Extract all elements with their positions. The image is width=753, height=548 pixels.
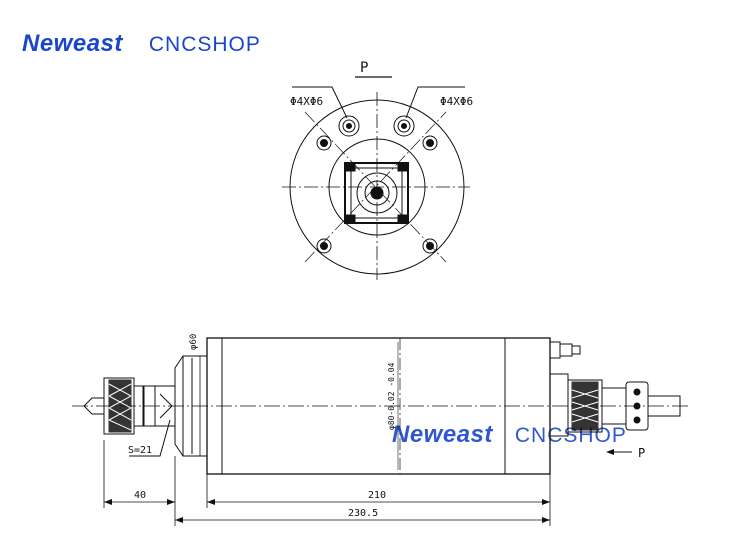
view-label-p: P	[360, 60, 368, 76]
threaded-holes	[338, 115, 415, 137]
dim-wrench: S=21	[128, 445, 152, 456]
view-arrow-label: P	[638, 446, 645, 460]
cooling-fitting	[549, 341, 581, 359]
dim-total-length: 230.5	[348, 508, 378, 519]
hole-callout-left: Φ4XΦ6	[290, 95, 323, 108]
side-view	[72, 337, 688, 526]
connector-square	[344, 162, 409, 224]
body-inner-circle	[328, 138, 426, 236]
tool-tip	[83, 397, 104, 415]
watermark-brand-text: Neweast	[392, 421, 493, 448]
flange-outer-circle	[289, 99, 465, 275]
collet-nut	[142, 385, 176, 427]
dim-body-length: 210	[368, 490, 386, 501]
mounting-holes	[316, 135, 438, 254]
spindle-body	[206, 337, 551, 475]
logo-brand-text: Neweast	[22, 30, 123, 57]
dim-diameter-small: φ60	[189, 334, 199, 350]
hole-callout-right: Φ4XΦ6	[440, 95, 473, 108]
dim-front-length: 40	[134, 490, 146, 501]
dimension-lines	[103, 440, 551, 526]
top-view	[282, 76, 470, 280]
rear-connector	[549, 373, 681, 437]
dim-diameter-body: φ80-0.02 -0.04	[387, 362, 396, 430]
brand-logo: Neweast CNCSHOP	[22, 30, 261, 58]
logo-shop-text: CNCSHOP	[148, 33, 261, 56]
